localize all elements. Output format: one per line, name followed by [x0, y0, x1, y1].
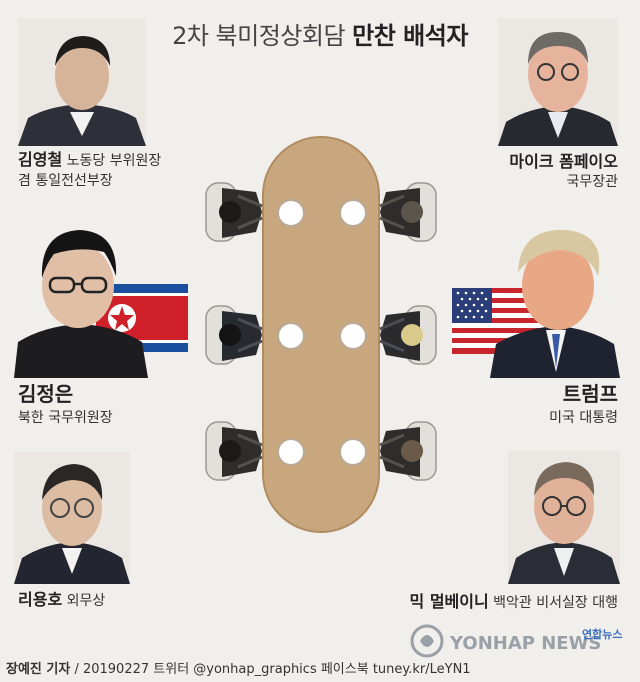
- title-line2: 겸 통일전선부장: [18, 173, 113, 189]
- name: 리용호: [18, 590, 63, 609]
- title: 미국 대통령: [549, 410, 618, 426]
- plate: [339, 322, 367, 350]
- seat-left-top: [205, 182, 263, 242]
- name: 김영철: [18, 150, 63, 169]
- plate: [277, 438, 305, 466]
- logo-text: YONHAP NEWS: [449, 633, 601, 654]
- title-plain: 2차 북미정상회담: [172, 22, 346, 50]
- seat-right-bottom: [379, 421, 437, 481]
- yonhap-logo: YONHAP NEWS 연합뉴스: [410, 624, 635, 658]
- plates: [277, 199, 367, 466]
- plate: [277, 322, 305, 350]
- portrait-mulvaney: [508, 450, 620, 584]
- portrait-ri-yong-ho: [14, 452, 130, 584]
- label-kim-jong-un: 김정은 북한 국무위원장: [18, 384, 113, 428]
- label-pompeo: 마이크 폼페이오 국무장관: [509, 152, 618, 192]
- footer-author: 장예진 기자: [6, 662, 71, 677]
- label-mulvaney: 믹 멀베이니 백악관 비서실장 대행: [410, 592, 618, 613]
- left-seats: [205, 182, 263, 481]
- name: 믹 멀베이니: [409, 592, 489, 611]
- title: 북한 국무위원장: [18, 410, 113, 426]
- footer-rest: / 20190227 트위터 @yonhap_graphics 페이스북 tun…: [70, 662, 471, 677]
- title: 국무장관: [566, 174, 618, 190]
- label-ri-yong-ho: 리용호 외무상: [18, 590, 105, 611]
- footer-credit: 장예진 기자 / 20190227 트위터 @yonhap_graphics 페…: [6, 658, 471, 677]
- seat-left-bottom: [205, 421, 263, 481]
- seat-right-middle: [379, 305, 437, 365]
- name: 김정은: [18, 382, 74, 406]
- title: 외무상: [66, 593, 106, 609]
- title: 백악관 비서실장 대행: [493, 595, 618, 611]
- plate: [277, 199, 305, 227]
- label-trump: 트럼프 미국 대통령: [549, 384, 618, 428]
- plate: [339, 438, 367, 466]
- title: 노동당 부위원장: [66, 153, 162, 169]
- portrait-kim-jong-un: [14, 220, 148, 378]
- name: 트럼프: [562, 382, 618, 406]
- portrait-kim-yong-chol: [18, 18, 146, 146]
- seat-right-top: [379, 182, 437, 242]
- name: 마이크 폼페이오: [509, 152, 618, 171]
- plate: [339, 199, 367, 227]
- title-bold: 만찬 배석자: [352, 22, 468, 50]
- dinner-table: [262, 136, 380, 533]
- infographic-title: 2차 북미정상회담 만찬 배석자: [0, 16, 640, 51]
- portrait-trump: [490, 222, 620, 378]
- seat-left-middle: [205, 305, 263, 365]
- right-seats: [379, 182, 437, 481]
- label-kim-yong-chol: 김영철 노동당 부위원장 겸 통일전선부장: [18, 150, 161, 191]
- portrait-pompeo: [498, 18, 618, 146]
- logo-korean: 연합뉴스: [582, 627, 622, 641]
